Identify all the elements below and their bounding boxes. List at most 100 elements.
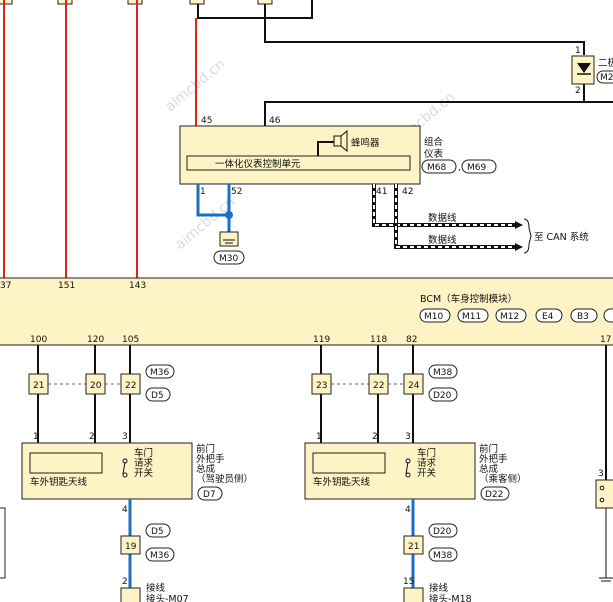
left-edge-stub [0, 507, 6, 579]
bcm-pin-105: 105 [122, 335, 139, 345]
right-lower-id-1: D20 [433, 527, 452, 537]
bcm-conn-pill-4 [535, 308, 563, 323]
right-switch-l2: 请求 [417, 457, 437, 469]
left-joint-box [120, 587, 141, 602]
can-line-2-inner [395, 184, 515, 248]
right-switch-l1: 车门 [417, 447, 436, 459]
meter-conn-pill-2 [461, 159, 497, 174]
can-system-label: 至 CAN 系统 [534, 231, 589, 243]
bcm-pin-37: 37 [0, 281, 11, 291]
left-handle-title-2: 外把手 [196, 453, 225, 465]
meter-46-wire [264, 101, 613, 126]
meter-pin-42: 42 [402, 187, 413, 197]
left-joint-label2: 接头-M07 [146, 593, 189, 602]
right-conn-24 [403, 373, 424, 395]
right-handle-title-2: 外把手 [479, 453, 508, 465]
left-handle-connector: D7 [203, 490, 216, 500]
left-antenna-box [29, 452, 103, 474]
meter-pin-52: 52 [231, 187, 242, 197]
bcm-pin-120: 120 [87, 335, 104, 345]
diode-feed-wire [264, 4, 585, 55]
can-arrow-2-icon [515, 243, 523, 251]
left-id-1: M36 [150, 368, 169, 378]
right-handle-title-3: 总成 [479, 463, 499, 475]
data-line-label-1: 数据线 [428, 212, 457, 224]
diode-symbol-icon [577, 63, 591, 73]
right-conn-pin-24: 24 [408, 381, 420, 391]
bcm-connector-2: M11 [462, 312, 481, 322]
right-handle-group: 23 22 24 M38 D20 1 2 3 车外钥匙天线 车门 请求 开关 前… [304, 345, 527, 602]
meter-buzzer-label: 蜂鸣器 [351, 137, 380, 149]
bcm-connector-1: M10 [424, 312, 443, 322]
can-arrow-1-icon [515, 221, 523, 229]
bcm-conn-pill-5 [570, 308, 598, 323]
bcm-pin-118: 118 [370, 335, 387, 345]
buzzer-link [317, 141, 334, 156]
left-lower-id-1: D5 [151, 527, 164, 537]
bcm-conn-pill-2 [457, 308, 489, 323]
can-lines: 数据线 数据线 至 CAN 系统 [372, 184, 589, 254]
left-conn-pin-22: 22 [125, 381, 136, 391]
ground-junction [225, 211, 233, 219]
left-lower-id-pill-2 [145, 547, 175, 562]
diode-component: 1 2 二极 M2 [571, 46, 613, 96]
left-handle-box [21, 442, 193, 500]
edge-component: 3 [595, 345, 613, 582]
right-lower-id-2: M38 [433, 551, 452, 561]
left-joint-label: 接线 [146, 582, 166, 594]
left-switch-l1: 车门 [134, 447, 153, 459]
bcm-conn-pill-6 [603, 308, 613, 323]
left-lower-id-2: M36 [150, 551, 169, 561]
right-id-1: M38 [433, 368, 452, 378]
left-joint-pin: 2 [122, 577, 128, 587]
left-switch-l3: 开关 [134, 467, 154, 479]
right-lower-pin: 21 [408, 542, 419, 552]
combination-meter: 45 46 一体化仪表控制单元 蜂鸣器 组合 仪表 M68 , M69 1 52… [179, 116, 497, 197]
left-lower-id-pill-1 [145, 523, 171, 538]
right-handle-pin-3: 3 [405, 432, 411, 442]
left-lower-conn [120, 535, 141, 555]
left-handle-pin-4: 4 [122, 505, 128, 515]
right-id-2: D20 [433, 391, 452, 401]
bcm-conn-pill-1 [419, 308, 451, 323]
meter-box [179, 125, 421, 185]
bcm-module: 37 151 143 BCM（车身控制模块） M10 M11 M12 E4 B3… [0, 277, 613, 346]
right-joint-label: 接线 [429, 582, 449, 594]
diode-pin-bottom: 2 [575, 86, 581, 96]
right-lower-id-pill-1 [428, 523, 458, 538]
top-bus-wire [197, 0, 313, 19]
right-joint-label2: 接头-M18 [429, 593, 472, 602]
right-handle-connector: D22 [485, 490, 503, 500]
right-switch-l3: 开关 [417, 467, 437, 479]
right-handle-title-4: （乘客侧） [479, 473, 527, 485]
meter-connector-1: M68 [427, 163, 446, 173]
diode-label: 二极 [598, 57, 613, 69]
right-handle-box [304, 442, 476, 500]
right-joint-box [403, 587, 424, 602]
left-handle-pin-3: 3 [122, 432, 128, 442]
left-conn-22 [120, 373, 141, 395]
bcm-pin-119: 119 [313, 335, 330, 345]
right-switch-contact-2 [405, 472, 411, 478]
top-stub-1 [0, 0, 13, 5]
diode-connector: M2 [600, 73, 613, 83]
meter-pin-1: 1 [200, 187, 206, 197]
diode-out-wire [583, 84, 613, 103]
meter-title-2: 仪表 [424, 148, 444, 160]
meter-unit-box [186, 155, 411, 171]
left-handle-title-3: 总成 [196, 463, 216, 475]
meter-pin-45: 45 [201, 116, 212, 126]
right-antenna-box [312, 452, 386, 474]
meter-connector-2: M69 [467, 163, 486, 173]
diode-connector-pill [596, 70, 613, 84]
left-handle-group: 21 20 22 M36 D5 1 2 3 车外钥匙天线 车门 请求 开关 前门… [21, 345, 253, 602]
edge-switch-contact-1 [599, 485, 605, 491]
right-lower-id-pill-2 [428, 547, 458, 562]
left-switch-l2: 请求 [134, 457, 154, 469]
left-id-pill-1 [145, 364, 175, 379]
meter-conn-sep: , [458, 163, 461, 173]
right-handle-pin-1: 1 [316, 432, 322, 442]
right-handle-pin-4: 4 [405, 505, 411, 515]
right-conn-pin-23: 23 [316, 381, 327, 391]
